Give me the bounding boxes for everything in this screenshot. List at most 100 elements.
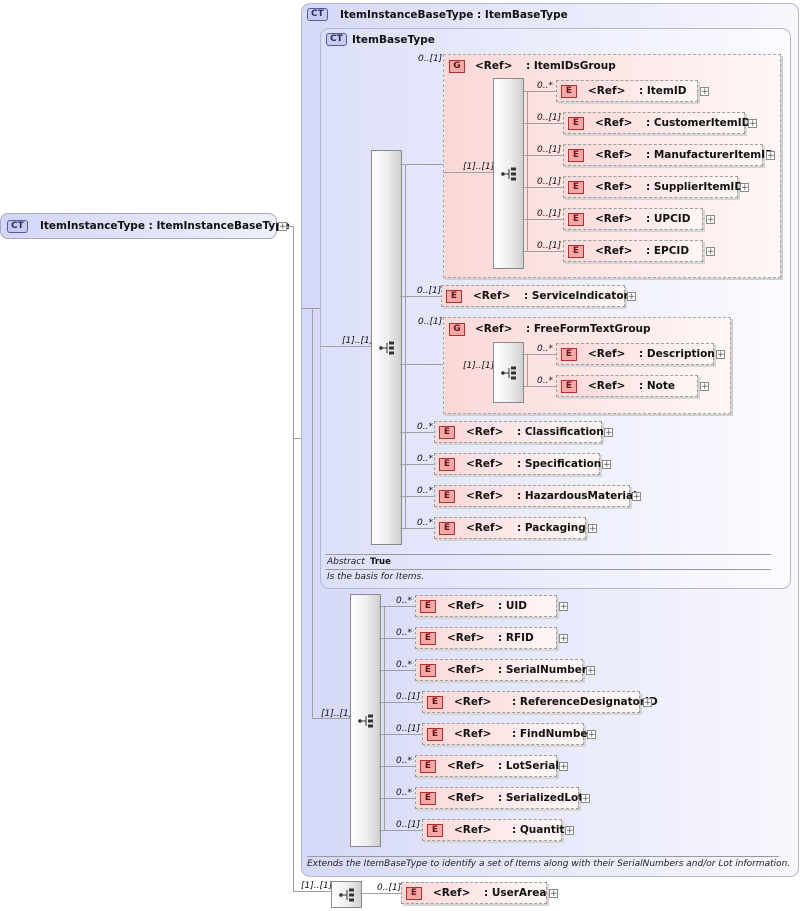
element-name: : Classification xyxy=(517,426,604,438)
expand-toggle[interactable]: + xyxy=(602,460,611,470)
element-icon: E xyxy=(439,522,455,535)
element-uid[interactable]: E <Ref> : UID xyxy=(415,595,557,617)
expand-toggle[interactable]: + xyxy=(706,215,715,225)
ref-label: <Ref> xyxy=(447,632,485,644)
element-name: : Specification xyxy=(517,458,602,470)
expand-toggle[interactable]: + xyxy=(586,666,595,676)
sequence-compositor[interactable] xyxy=(493,342,524,403)
expand-toggle[interactable]: + xyxy=(643,698,652,708)
connector-line xyxy=(522,354,556,355)
element-manufacturer-item-id[interactable]: E <Ref> : ManufacturerItemID xyxy=(563,144,774,166)
element-serial-number[interactable]: E <Ref> : SerialNumber xyxy=(415,659,587,681)
element-epcid[interactable]: E <Ref> : EPCID xyxy=(563,240,703,262)
expand-toggle[interactable]: + xyxy=(559,762,568,772)
element-description[interactable]: E <Ref> : Description xyxy=(556,343,715,365)
element-icon: E xyxy=(427,728,443,741)
expand-toggle[interactable]: + xyxy=(766,151,775,161)
cardinality-label: 0..[1] xyxy=(537,209,562,219)
element-supplier-item-id[interactable]: E <Ref> : SupplierItemID xyxy=(563,176,743,198)
cardinality-label: 0..* xyxy=(396,756,412,766)
collapse-toggle[interactable]: + xyxy=(278,222,287,232)
expand-toggle[interactable]: + xyxy=(627,292,636,302)
root-type-box[interactable]: CT ItemInstanceType : ItemInstanceBaseTy… xyxy=(0,213,290,239)
expand-toggle[interactable]: + xyxy=(559,602,568,612)
sequence-icon xyxy=(500,366,516,379)
ref-label: <Ref> xyxy=(466,426,504,438)
element-rfid[interactable]: E <Ref> : RFID xyxy=(415,627,557,649)
cardinality-label: 0..[1] xyxy=(418,317,443,327)
element-reference-designator-id[interactable]: E <Ref> : ReferenceDesignatorID xyxy=(422,691,658,713)
connector-line xyxy=(293,226,294,891)
connector-line xyxy=(400,496,434,497)
cardinality-label: 0..[1] xyxy=(537,145,562,155)
cardinality-label: 0..[1] xyxy=(418,54,443,64)
sequence-compositor[interactable] xyxy=(493,78,524,269)
element-packaging[interactable]: E <Ref> : Packaging xyxy=(434,517,586,539)
connector-line xyxy=(522,155,563,156)
expand-toggle[interactable]: + xyxy=(559,634,568,644)
cardinality-label: 0..* xyxy=(537,376,553,386)
sequence-icon xyxy=(500,167,516,180)
ref-label: <Ref> xyxy=(466,458,504,470)
ref-label: <Ref> xyxy=(466,490,504,502)
free-form-text-group[interactable]: G <Ref> : FreeFormTextGroup xyxy=(443,317,731,414)
element-note[interactable]: E <Ref> : Note xyxy=(556,375,698,397)
expand-toggle[interactable]: + xyxy=(588,524,597,534)
element-name: : Quantity xyxy=(512,824,572,836)
element-classification[interactable]: E <Ref> : Classification xyxy=(434,421,604,443)
connector-line xyxy=(379,766,415,767)
ref-label: <Ref> xyxy=(588,85,626,97)
connector-line xyxy=(301,308,320,309)
sequence-compositor[interactable] xyxy=(331,881,362,908)
inner-type-title: ItemBaseType xyxy=(352,34,435,46)
element-quantity[interactable]: E <Ref> : Quantity xyxy=(422,819,571,841)
element-icon: E xyxy=(561,348,577,361)
expand-toggle[interactable]: + xyxy=(706,247,715,257)
expand-toggle[interactable]: + xyxy=(604,428,613,438)
element-name: : ServiceIndicator xyxy=(524,290,629,302)
element-name: : SerialNumber xyxy=(498,664,588,676)
connector-line xyxy=(384,606,385,830)
expand-toggle[interactable]: + xyxy=(565,826,574,836)
connector-line xyxy=(293,438,301,439)
connector-line xyxy=(379,606,415,607)
ref-label: <Ref> xyxy=(595,149,633,161)
complex-type-icon: CT xyxy=(307,8,328,21)
ref-label: <Ref> xyxy=(447,760,485,772)
sequence-compositor[interactable] xyxy=(371,150,402,545)
expand-toggle[interactable]: + xyxy=(700,382,709,392)
expand-toggle[interactable]: + xyxy=(587,730,596,740)
complex-type-icon: CT xyxy=(7,220,28,233)
expand-toggle[interactable]: + xyxy=(549,889,558,899)
element-icon: E xyxy=(427,824,443,837)
expand-toggle[interactable]: + xyxy=(740,183,749,193)
element-upcid[interactable]: E <Ref> : UPCID xyxy=(563,208,703,230)
expand-toggle[interactable]: + xyxy=(632,492,641,502)
sequence-compositor[interactable] xyxy=(350,594,381,847)
expand-toggle[interactable]: + xyxy=(581,794,590,804)
element-customer-item-id[interactable]: E <Ref> : CustomerItemID xyxy=(563,112,750,134)
element-user-area[interactable]: E <Ref> : UserArea xyxy=(401,882,547,904)
connector-line xyxy=(379,670,415,671)
ref-label: <Ref> xyxy=(475,60,513,72)
element-item-id[interactable]: E <Ref> : ItemID xyxy=(556,80,698,102)
element-specification[interactable]: E <Ref> : Specification xyxy=(434,453,602,475)
expand-toggle[interactable]: + xyxy=(716,350,725,360)
element-icon: E xyxy=(420,792,436,805)
element-hazardous-material[interactable]: E <Ref> : HazardousMaterial xyxy=(434,485,637,507)
ref-label: <Ref> xyxy=(588,380,626,392)
element-serialized-lot[interactable]: E <Ref> : SerializedLot xyxy=(415,787,583,809)
element-lot-serial[interactable]: E <Ref> : LotSerial xyxy=(415,755,559,777)
expand-toggle[interactable]: + xyxy=(748,119,757,129)
element-find-number[interactable]: E <Ref> : FindNumber xyxy=(422,723,593,745)
cardinality-label: 0..[1] xyxy=(537,113,562,123)
expand-toggle[interactable]: + xyxy=(700,87,709,97)
element-icon: E xyxy=(420,760,436,773)
connector-line xyxy=(379,798,415,799)
connector-line xyxy=(379,830,422,831)
cardinality-label: 0..* xyxy=(396,788,412,798)
element-service-indicator[interactable]: E <Ref> : ServiceIndicator xyxy=(441,285,629,307)
ref-label: <Ref> xyxy=(454,824,492,836)
separator xyxy=(325,554,771,555)
ref-label: <Ref> xyxy=(595,245,633,257)
